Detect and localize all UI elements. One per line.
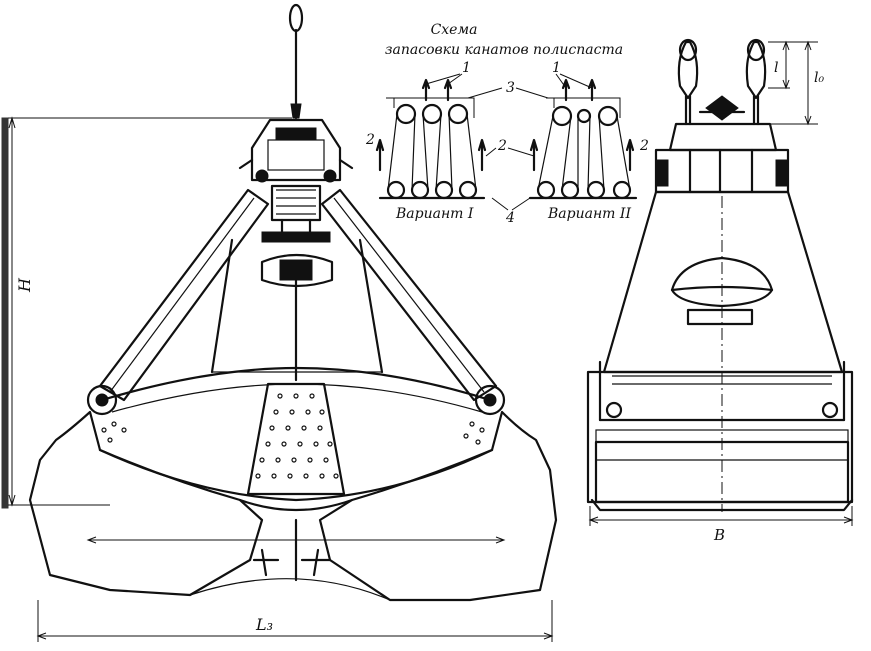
side-body xyxy=(602,190,844,374)
callout-1-left: 1 xyxy=(462,60,471,76)
callout-2-left: 2 xyxy=(365,132,375,148)
variant-2-label: Вариант II xyxy=(547,206,631,222)
variant-2-diagram: 2 Вариант II xyxy=(528,78,649,222)
callout-1-right: 1 xyxy=(552,60,561,76)
callout-4: 4 xyxy=(505,210,515,226)
head-block xyxy=(250,118,342,182)
grab-side-view: l l₀ B xyxy=(586,38,854,544)
side-head-block xyxy=(668,122,778,152)
side-lower-frame xyxy=(586,370,854,504)
jaw-bottom-curve xyxy=(98,448,494,502)
dimension-label-l: l xyxy=(774,60,778,76)
lower-traverse xyxy=(260,253,334,288)
grab-front-view: H L₃ xyxy=(1,3,558,642)
scheme-title: Схема xyxy=(431,22,478,38)
left-rod xyxy=(98,188,270,402)
right-jaw xyxy=(318,410,558,602)
right-hinge xyxy=(474,384,506,416)
callout-2-mid: 2 xyxy=(497,138,507,154)
right-suspension-link xyxy=(745,38,767,126)
left-suspension-link xyxy=(677,38,699,126)
jaw-upper-edge xyxy=(100,366,492,402)
left-hinge xyxy=(86,384,118,416)
callout-2-right: 2 xyxy=(639,138,649,154)
suspension-ring xyxy=(288,3,304,33)
dimension-label-Lz: L₃ xyxy=(255,615,273,634)
right-rod xyxy=(320,188,498,402)
reeving-scheme: Схема запасовки канатов полиспаста 1 1 3 xyxy=(365,22,649,226)
left-jaw xyxy=(28,410,264,597)
dimension-label-H: H xyxy=(15,277,34,293)
callout-3: 3 xyxy=(506,80,515,96)
variant-1-label: Вариант I xyxy=(395,206,474,222)
perforated-plate xyxy=(246,382,346,496)
perforation-holes xyxy=(101,393,485,479)
dimension-label-B: B xyxy=(713,526,725,544)
variant-1-diagram: 2 Вариант I xyxy=(365,78,487,222)
scheme-subtitle: запасовки канатов полиспаста xyxy=(385,42,623,58)
dimension-label-l0: l₀ xyxy=(814,70,824,86)
